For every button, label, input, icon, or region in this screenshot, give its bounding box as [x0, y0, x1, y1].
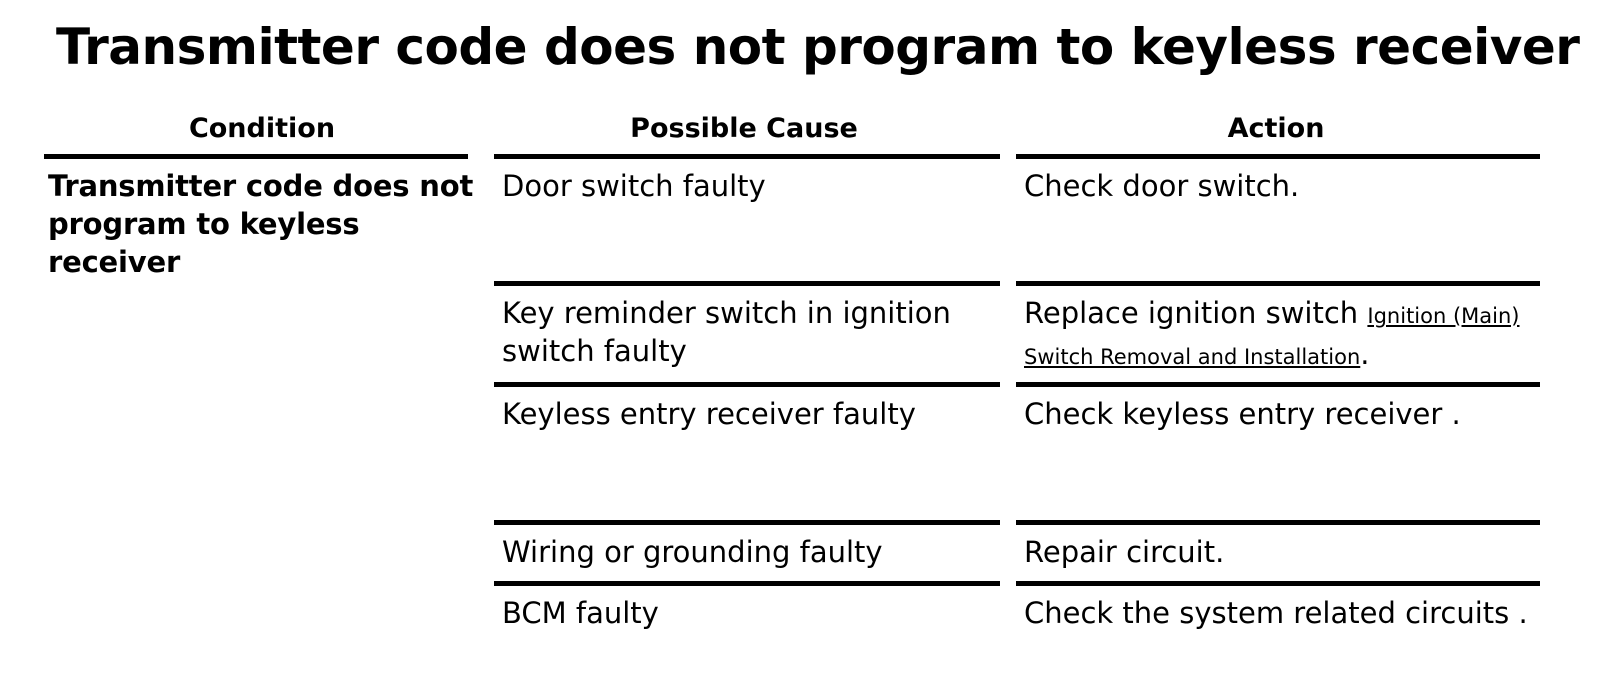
cause-text: BCM faulty: [502, 596, 659, 630]
row-rule: [494, 281, 1000, 286]
cause-cell: Key reminder switch in ignition switch f…: [490, 281, 1012, 382]
table-row: Key reminder switch in ignition switch f…: [44, 281, 1540, 382]
condition-spacer: [44, 586, 480, 694]
action-text: Check door switch.: [1012, 159, 1540, 252]
row-rule: [494, 520, 1000, 525]
cause-cell: Wiring or grounding faulty: [490, 520, 1012, 581]
condition-spacer: [44, 286, 480, 382]
cause-text: Key reminder switch in ignition switch f…: [502, 296, 951, 368]
action-text: Replace ignition switch Ignition (Main) …: [1012, 286, 1540, 382]
troubleshooting-table: Condition Possible Cause Action Transmit…: [44, 112, 1540, 694]
action-cell: Check keyless entry receiver .: [1012, 382, 1540, 520]
table-row: Transmitter code does not program to key…: [44, 154, 1540, 281]
condition-cell-spacer: [44, 520, 490, 581]
table-row: BCM faulty Check the system related circ…: [44, 581, 1540, 694]
cause-cell: BCM faulty: [490, 581, 1012, 694]
page-title: Transmitter code does not program to key…: [56, 18, 1580, 76]
column-header-condition: Condition: [188, 113, 336, 144]
cause-cell: Door switch faulty: [490, 154, 1012, 281]
action-text: Check the system related circuits .: [1012, 586, 1540, 694]
condition-cell: Transmitter code does not program to key…: [44, 154, 490, 281]
table-row: Keyless entry receiver faulty Check keyl…: [44, 382, 1540, 520]
condition-cell-spacer: [44, 382, 490, 520]
row-rule: [494, 154, 1000, 159]
column-header-possible-cause: Possible Cause: [630, 113, 858, 144]
cause-text: Wiring or grounding faulty: [502, 535, 883, 569]
condition-text: Transmitter code does not program to key…: [48, 169, 474, 279]
action-cell: Check the system related circuits .: [1012, 581, 1540, 694]
row-rule: [494, 382, 1000, 387]
action-cell: Replace ignition switch Ignition (Main) …: [1012, 281, 1540, 382]
condition-spacer: [44, 525, 480, 581]
action-cell: Repair circuit.: [1012, 520, 1540, 581]
action-text-main: Repair circuit.: [1024, 535, 1225, 569]
cause-cell: Keyless entry receiver faulty: [490, 382, 1012, 520]
header-cell-condition: Condition: [44, 112, 490, 154]
condition-cell-spacer: [44, 281, 490, 382]
row-rule: [1016, 382, 1540, 387]
row-rule: [44, 154, 468, 159]
action-text-main: Check keyless entry receiver .: [1024, 397, 1461, 431]
row-rule: [1016, 154, 1540, 159]
row-rule: [1016, 520, 1540, 525]
row-rule: [494, 581, 1000, 586]
action-text-suffix: .: [1360, 337, 1370, 371]
condition-cell-spacer: [44, 581, 490, 694]
row-rule: [1016, 281, 1540, 286]
row-rule: [1016, 581, 1540, 586]
cause-text: Keyless entry receiver faulty: [502, 397, 916, 431]
action-reference-link[interactable]: Ignition (Main) Switch Removal and Insta…: [1024, 304, 1520, 369]
column-header-action: Action: [1227, 113, 1325, 144]
action-text-main: Replace ignition switch: [1024, 296, 1368, 330]
action-text-main: Check the system related circuits .: [1024, 596, 1528, 630]
action-text: Check keyless entry receiver .: [1012, 387, 1540, 520]
action-text: Repair circuit.: [1012, 525, 1540, 581]
action-cell: Check door switch.: [1012, 154, 1540, 281]
condition-spacer: [44, 387, 480, 520]
table-row: Wiring or grounding faulty Repair circui…: [44, 520, 1540, 581]
header-cell-action: Action: [1012, 112, 1540, 154]
cause-text: Door switch faulty: [502, 169, 766, 203]
table-header-row: Condition Possible Cause Action: [44, 112, 1540, 154]
action-text-main: Check door switch.: [1024, 169, 1300, 203]
header-cell-cause: Possible Cause: [490, 112, 1012, 154]
